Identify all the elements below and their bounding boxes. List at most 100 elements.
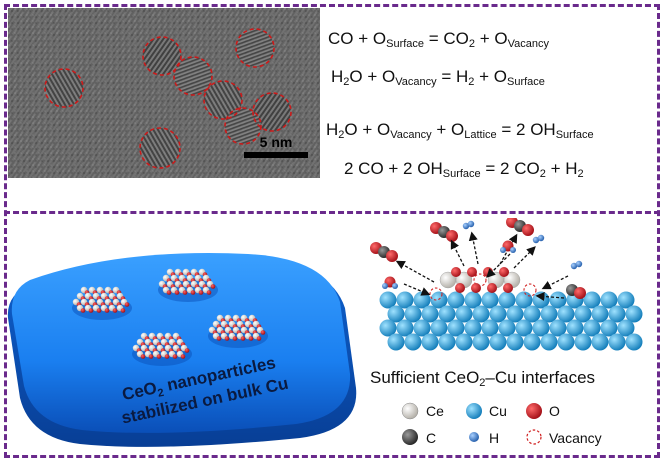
tem-particle-markers (44, 28, 292, 169)
o-atom (499, 267, 509, 277)
cu-atom (549, 291, 567, 309)
cu-atom (404, 333, 422, 351)
cu-surface-lattice (379, 291, 643, 351)
figure-frame (4, 4, 660, 458)
cu-atom (532, 319, 550, 337)
cu-atom (387, 333, 405, 351)
reaction-arrow (486, 253, 511, 278)
o-atom (451, 267, 461, 277)
cu-atom (608, 333, 626, 351)
cu-atom (617, 319, 635, 337)
ceo2-nanoparticles (72, 268, 268, 366)
reaction-arrow (395, 260, 435, 283)
cu-atom (574, 305, 592, 323)
bulk-cu-illustration: CeO2 nanoparticles stabilized on bulk Cu (7, 253, 357, 447)
ceo2-cluster (72, 286, 132, 320)
cu-atom (566, 319, 584, 337)
ceo2-cluster (132, 332, 192, 366)
cu-atom (549, 319, 567, 337)
cu-atom (625, 333, 643, 351)
cu-atom (540, 305, 558, 323)
co2-molecule (430, 222, 458, 242)
equation-4: 2 CO + 2 OHSurface = 2 CO2 + H2 (344, 159, 584, 180)
cu-atom (455, 305, 473, 323)
h-legend-label: H (489, 430, 500, 446)
cu-atom (625, 305, 643, 323)
cu-atom (464, 319, 482, 337)
panel-divider (4, 211, 660, 214)
cu-atom (396, 291, 414, 309)
cu-atom (447, 291, 465, 309)
cu-atom (421, 305, 439, 323)
equation-1: CO + OSurface = CO2 + OVacancy (328, 29, 550, 50)
cu-legend-label: Cu (489, 403, 507, 419)
cu-atom (421, 333, 439, 351)
h2o-molecule (500, 240, 516, 253)
ce-legend-icon (401, 402, 419, 420)
cu-atom (523, 333, 541, 351)
cu-atom (498, 319, 516, 337)
cu-atom (608, 305, 626, 323)
cu-atom (413, 319, 431, 337)
vacancy-legend-icon (526, 429, 542, 445)
cu-atom (472, 333, 490, 351)
scale-bar (244, 152, 308, 158)
equation-2: H2O + OVacancy = H2 + OSurface (331, 67, 545, 88)
cu-atom (438, 333, 456, 351)
cu-atom (498, 291, 516, 309)
cu-atom (540, 333, 558, 351)
o-atom (487, 283, 497, 293)
cu-atom (464, 291, 482, 309)
vacancy-site (523, 283, 537, 297)
cu-atom (523, 305, 541, 323)
cu-atom (481, 319, 499, 337)
cu-atom (438, 305, 456, 323)
cu-atom (617, 291, 635, 309)
o-legend-icon (526, 403, 542, 419)
reaction-arrow (541, 275, 569, 290)
h2-molecule (462, 220, 475, 230)
o-atom (471, 283, 481, 293)
interface-schematic (370, 218, 643, 351)
nanoparticle-regions (45, 29, 291, 168)
reaction-arrow (513, 246, 536, 269)
cu-atom (430, 291, 448, 309)
cu-atom (557, 305, 575, 323)
h-legend-icon (469, 432, 479, 442)
cu-atom (591, 333, 609, 351)
ce-legend-label: Ce (426, 403, 444, 419)
h2-molecule (532, 234, 545, 244)
co2-molecule (370, 242, 398, 262)
cu-atom (583, 319, 601, 337)
cu-atom (557, 333, 575, 351)
cu-atom (506, 333, 524, 351)
o-atom (503, 283, 513, 293)
cu-atom (430, 319, 448, 337)
cu-atom (379, 291, 397, 309)
h2-molecule (570, 260, 583, 270)
o-legend-label: O (549, 403, 560, 419)
cu-atom (489, 333, 507, 351)
cu-atom (600, 319, 618, 337)
cu-atom (583, 291, 601, 309)
c-legend-label: C (426, 430, 437, 446)
cu-atom (472, 305, 490, 323)
cu-atom (387, 305, 405, 323)
cu-atom (591, 305, 609, 323)
ceo2-cluster (208, 314, 268, 348)
o-atom (467, 267, 477, 277)
ceo2-cluster (158, 268, 218, 302)
h2o-molecule (382, 276, 398, 289)
equation-3: H2O + OVacancy + OLattice = 2 OHSurface (326, 120, 594, 141)
co2-molecule (506, 218, 534, 236)
reaction-arrow (535, 291, 565, 302)
tem-micrograph: 5 nm (8, 8, 320, 178)
cu-atom (447, 319, 465, 337)
cu-atom (481, 291, 499, 309)
cu-atom (379, 319, 397, 337)
o-atom (455, 283, 465, 293)
cu-atom (600, 291, 618, 309)
c-legend-icon (402, 429, 418, 445)
cu-atom (404, 305, 422, 323)
vacancy-legend-label: Vacancy (549, 430, 602, 446)
